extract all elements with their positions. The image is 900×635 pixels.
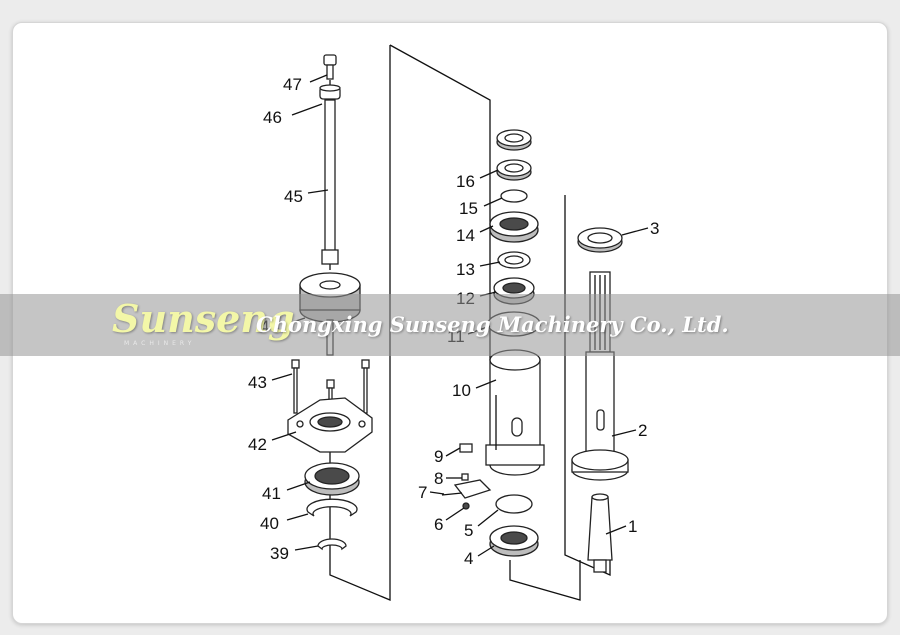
watermark-band [0,294,900,356]
label-2: 2 [638,421,647,440]
label-10: 10 [452,381,471,400]
part-46-collar [319,84,341,100]
label-6: 6 [434,515,443,534]
label-40: 40 [260,514,279,533]
part-43-screws [291,359,370,414]
part-40-snap-ring [306,498,358,517]
part-42-flange [287,397,373,453]
part-10-sleeve [485,349,545,476]
part-8-nut [461,473,469,481]
label-5: 5 [464,521,473,540]
part-16-ring [496,159,532,181]
label-41: 41 [262,484,281,503]
part-47-bolt [323,54,337,80]
label-3: 3 [650,219,659,238]
frame-line-top [389,44,491,360]
watermark-logo: Sunseng [112,296,295,341]
part-45-shaft-end [321,249,339,265]
part-15-ring [500,189,528,203]
leader-lines [271,74,649,557]
label-46: 46 [263,108,282,127]
part-7-bracket [441,479,492,499]
label-45: 45 [284,187,303,206]
watermark-tagline: MACHINERY [124,340,196,347]
label-13: 13 [456,260,475,279]
frame-line-middle [509,560,581,601]
label-42: 42 [248,435,267,454]
part-41-bearing [304,462,360,496]
label-14: 14 [456,226,475,245]
watermark-company: Chongxing Sunseng Machinery Co., Ltd. [256,312,729,337]
part-45-shaft [324,99,336,256]
part-9-key [459,443,473,453]
part-6-washer [462,502,470,510]
part-3-seal [577,227,623,253]
label-1: 1 [628,517,637,536]
part-39-snap-ring [317,538,347,551]
part-5-ring [495,494,533,514]
label-39: 39 [270,544,289,563]
part-1-taper [587,493,613,573]
label-47: 47 [283,75,302,94]
label-9: 9 [434,447,443,466]
label-15: 15 [459,199,478,218]
label-16: 16 [456,172,475,191]
part-13-spacer [497,251,531,269]
label-4: 4 [464,549,473,568]
part-14-bearing [489,211,539,243]
frame-line-right [564,195,611,577]
label-43: 43 [248,373,267,392]
label-8: 8 [434,469,443,488]
part-4-bearing [489,525,539,557]
label-7: 7 [418,483,427,502]
part-16-ring-top [496,129,532,151]
